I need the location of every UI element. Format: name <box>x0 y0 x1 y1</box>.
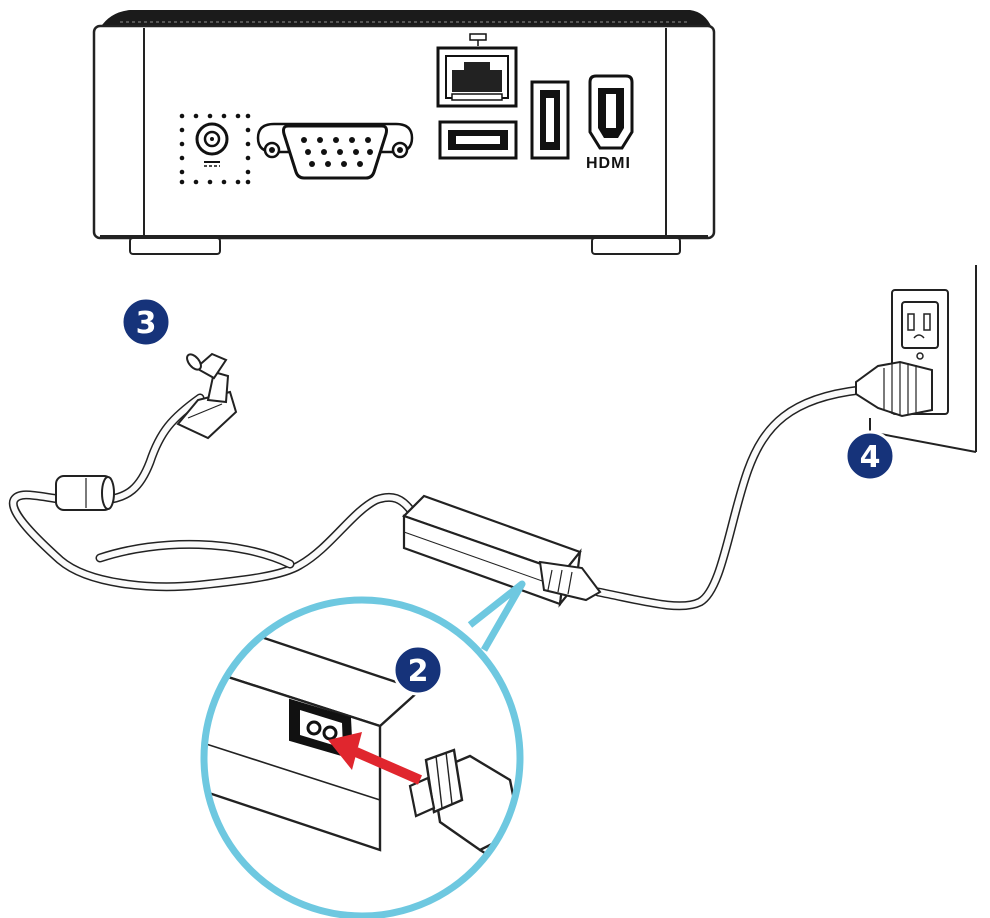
vga-port-icon <box>256 122 414 180</box>
hdmi-label: HDMI <box>586 155 631 172</box>
step-2-badge: 2 <box>392 644 444 696</box>
usb-port-vertical-icon <box>530 80 570 160</box>
left-foot <box>129 237 221 255</box>
usb-port-icon <box>438 120 518 160</box>
step-3-number: 3 <box>136 306 157 341</box>
mini-pc: HDMI <box>92 10 716 255</box>
callout-magnifier <box>200 580 526 918</box>
step-4-badge: 4 <box>844 430 896 482</box>
ac-connector-icon <box>538 560 602 602</box>
step-2-number: 2 <box>408 654 429 689</box>
dc-cable <box>8 393 417 592</box>
hdmi-port-icon: HDMI <box>586 74 634 172</box>
dc-in-port-icon <box>179 113 251 185</box>
step-3-badge: 3 <box>120 296 172 348</box>
ac-cable <box>593 385 865 611</box>
ac-plug-icon <box>855 360 933 418</box>
dc-plug-icon <box>176 352 238 440</box>
wall-outlet-icon <box>869 265 977 453</box>
right-foot <box>591 237 681 255</box>
ethernet-port-icon <box>436 33 518 108</box>
step-4-number: 4 <box>860 440 881 475</box>
ferrite-core-icon <box>55 475 115 511</box>
insert-arrow-icon <box>328 732 423 785</box>
